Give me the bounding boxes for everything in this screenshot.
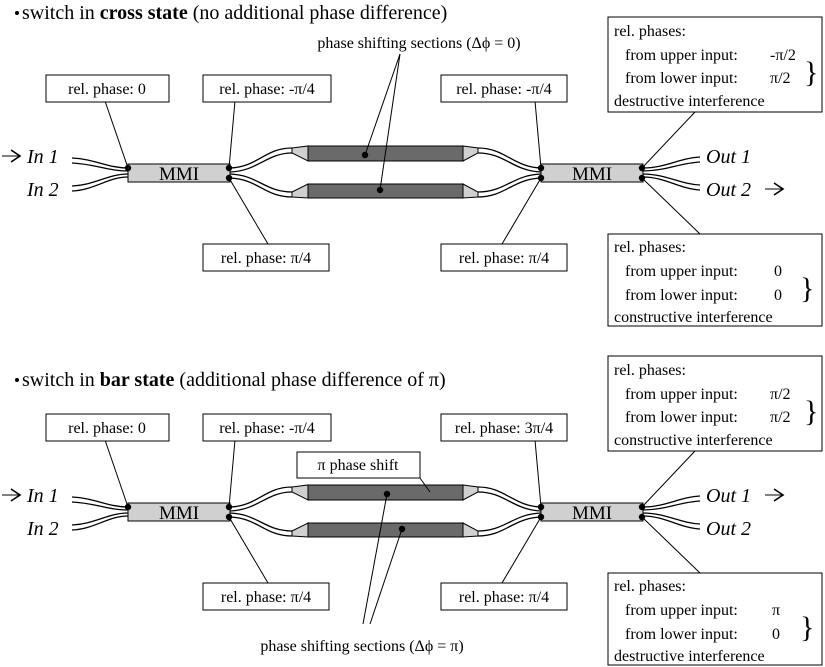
- svg-text:π/2: π/2: [770, 409, 791, 426]
- svg-text:rel. phases:: rel. phases:: [614, 239, 686, 256]
- svg-text:rel. phases:: rel. phases:: [614, 362, 686, 379]
- svg-text:rel. phases:: rel. phases:: [614, 23, 686, 40]
- cross-out1-label: Out 1: [706, 146, 751, 168]
- cross-mid-lower-right-label: rel. phase: π/4: [459, 250, 549, 267]
- bar-mid-upper-left-label: rel. phase: -π/4: [219, 420, 315, 437]
- output-arrow-icon: [765, 488, 785, 502]
- bar-mmi-left-label: MMI: [159, 503, 199, 524]
- cross-sections-label: phase shifting sections (Δϕ = 0): [317, 35, 520, 52]
- bar-sections-label: phase shifting sections (Δϕ = π): [260, 638, 463, 655]
- bar-out1-label: Out 1: [706, 485, 751, 507]
- svg-text:from lower input:: from lower input:: [625, 287, 738, 304]
- svg-text:π: π: [772, 602, 780, 619]
- bar-output-lower-phases: rel. phases: from upper input: π from lo…: [614, 578, 814, 665]
- svg-text:from lower input:: from lower input:: [625, 409, 738, 426]
- cross-mid-upper-right-label: rel. phase: -π/4: [456, 81, 552, 98]
- bullet-icon: [15, 378, 19, 382]
- cross-output-upper-phases: rel. phases: from upper input: -π/2 from…: [614, 23, 818, 110]
- bar-input-phase-label: rel. phase: 0: [68, 420, 146, 437]
- brace-icon: }: [800, 272, 814, 305]
- bar-in1-label: In 1: [26, 485, 59, 507]
- svg-text:constructive interference: constructive interference: [614, 309, 773, 326]
- svg-text:rel. phases:: rel. phases:: [614, 578, 686, 595]
- svg-text:constructive interference: constructive interference: [614, 432, 773, 449]
- svg-text:destructive interference: destructive interference: [614, 648, 765, 665]
- bar-in2-label: In 2: [26, 518, 59, 540]
- brace-icon: }: [804, 395, 818, 428]
- brace-icon: }: [800, 611, 814, 644]
- cross-in1-label: In 1: [26, 146, 59, 168]
- svg-text:0: 0: [774, 287, 782, 304]
- output-arrow-icon: [765, 182, 785, 196]
- cross-mid-lower-left-label: rel. phase: π/4: [221, 250, 311, 267]
- bar-mid-upper-right-label: rel. phase: 3π/4: [455, 420, 553, 437]
- bar-out2-label: Out 2: [706, 518, 751, 540]
- bar-mmi-right-label: MMI: [572, 503, 612, 524]
- svg-text:from lower input:: from lower input:: [625, 70, 738, 87]
- cross-state-heading: switch in cross state (no additional pha…: [22, 2, 447, 24]
- bar-mid-lower-right-label: rel. phase: π/4: [459, 589, 549, 606]
- svg-text:from upper input:: from upper input:: [625, 263, 738, 280]
- svg-text:from lower input:: from lower input:: [625, 626, 738, 643]
- brace-icon: }: [804, 56, 818, 89]
- svg-text:-π/2: -π/2: [770, 47, 796, 64]
- svg-text:π/2: π/2: [770, 70, 791, 87]
- cross-mmi-right-label: MMI: [572, 164, 612, 185]
- pi-shift-box: [296, 451, 421, 479]
- svg-text:π/2: π/2: [770, 386, 791, 403]
- cross-output-lower-phases: rel. phases: from upper input: 0 from lo…: [614, 239, 814, 326]
- cross-input-phase-label: rel. phase: 0: [68, 81, 146, 98]
- bar-mid-lower-left-label: rel. phase: π/4: [221, 589, 311, 606]
- svg-text:from upper input:: from upper input:: [625, 386, 738, 403]
- svg-text:0: 0: [772, 626, 780, 643]
- bar-state-heading: switch in bar state (additional phase di…: [22, 369, 446, 391]
- svg-text:from upper input:: from upper input:: [625, 47, 738, 64]
- svg-text:0: 0: [774, 263, 782, 280]
- cross-state-section: switch in cross state (no additional pha…: [1, 2, 823, 327]
- bar-state-section: switch in bar state (additional phase di…: [1, 355, 823, 666]
- svg-text:from upper input:: from upper input:: [625, 602, 738, 619]
- bullet-icon: [15, 11, 19, 15]
- bar-output-upper-phases: rel. phases: from upper input: π/2 from …: [614, 362, 818, 449]
- bar-shift-label: π phase shift: [318, 457, 400, 474]
- cross-mid-upper-left-label: rel. phase: -π/4: [219, 81, 315, 98]
- svg-text:destructive interference: destructive interference: [614, 93, 765, 110]
- cross-out2-label: Out 2: [706, 179, 751, 201]
- cross-mmi-left-label: MMI: [159, 164, 199, 185]
- cross-in2-label: In 2: [26, 179, 59, 201]
